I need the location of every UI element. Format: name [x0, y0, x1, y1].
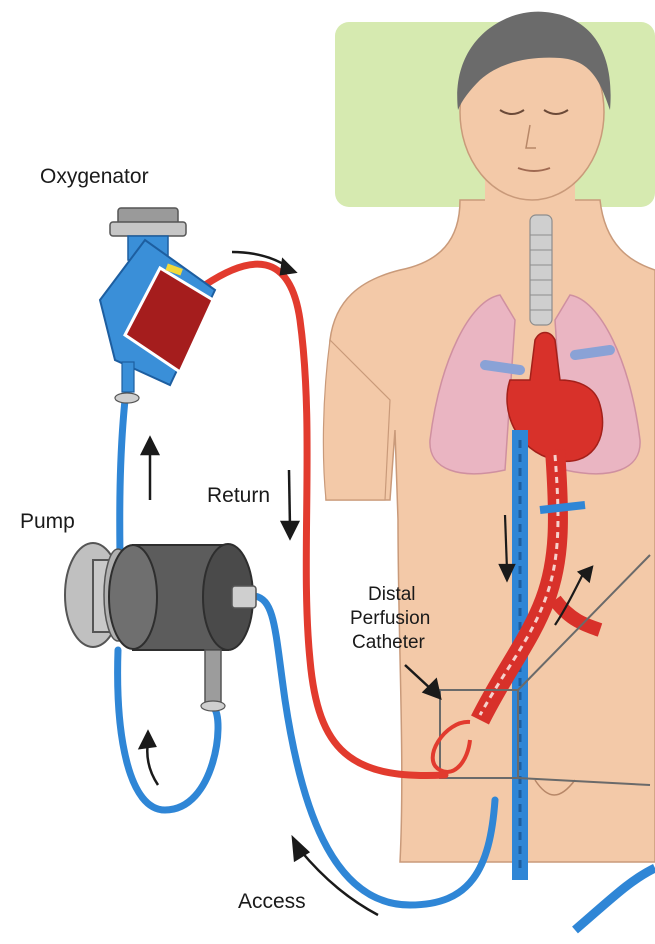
distal-label-line1: Distal: [368, 584, 416, 605]
pump-device: [65, 543, 256, 711]
arrow-return-down: [282, 470, 298, 538]
distal-label-line3: Catheter: [352, 632, 426, 653]
distal-label-line2: Perfusion: [350, 608, 430, 629]
arrow-access: [293, 838, 378, 915]
arrow-pump-up: [142, 438, 158, 500]
return-label: Return: [207, 484, 270, 507]
oxygenator-label: Oxygenator: [40, 165, 149, 188]
oxygenator-device: [100, 208, 215, 403]
access-label: Access: [238, 890, 306, 913]
pump-label: Pump: [20, 510, 75, 533]
pump-lower-loop: [118, 650, 218, 810]
trachea: [530, 215, 552, 325]
pump-to-oxygenator-line: [120, 400, 125, 560]
arrow-loop-up: [140, 732, 158, 785]
lower-tubing: [575, 868, 655, 930]
